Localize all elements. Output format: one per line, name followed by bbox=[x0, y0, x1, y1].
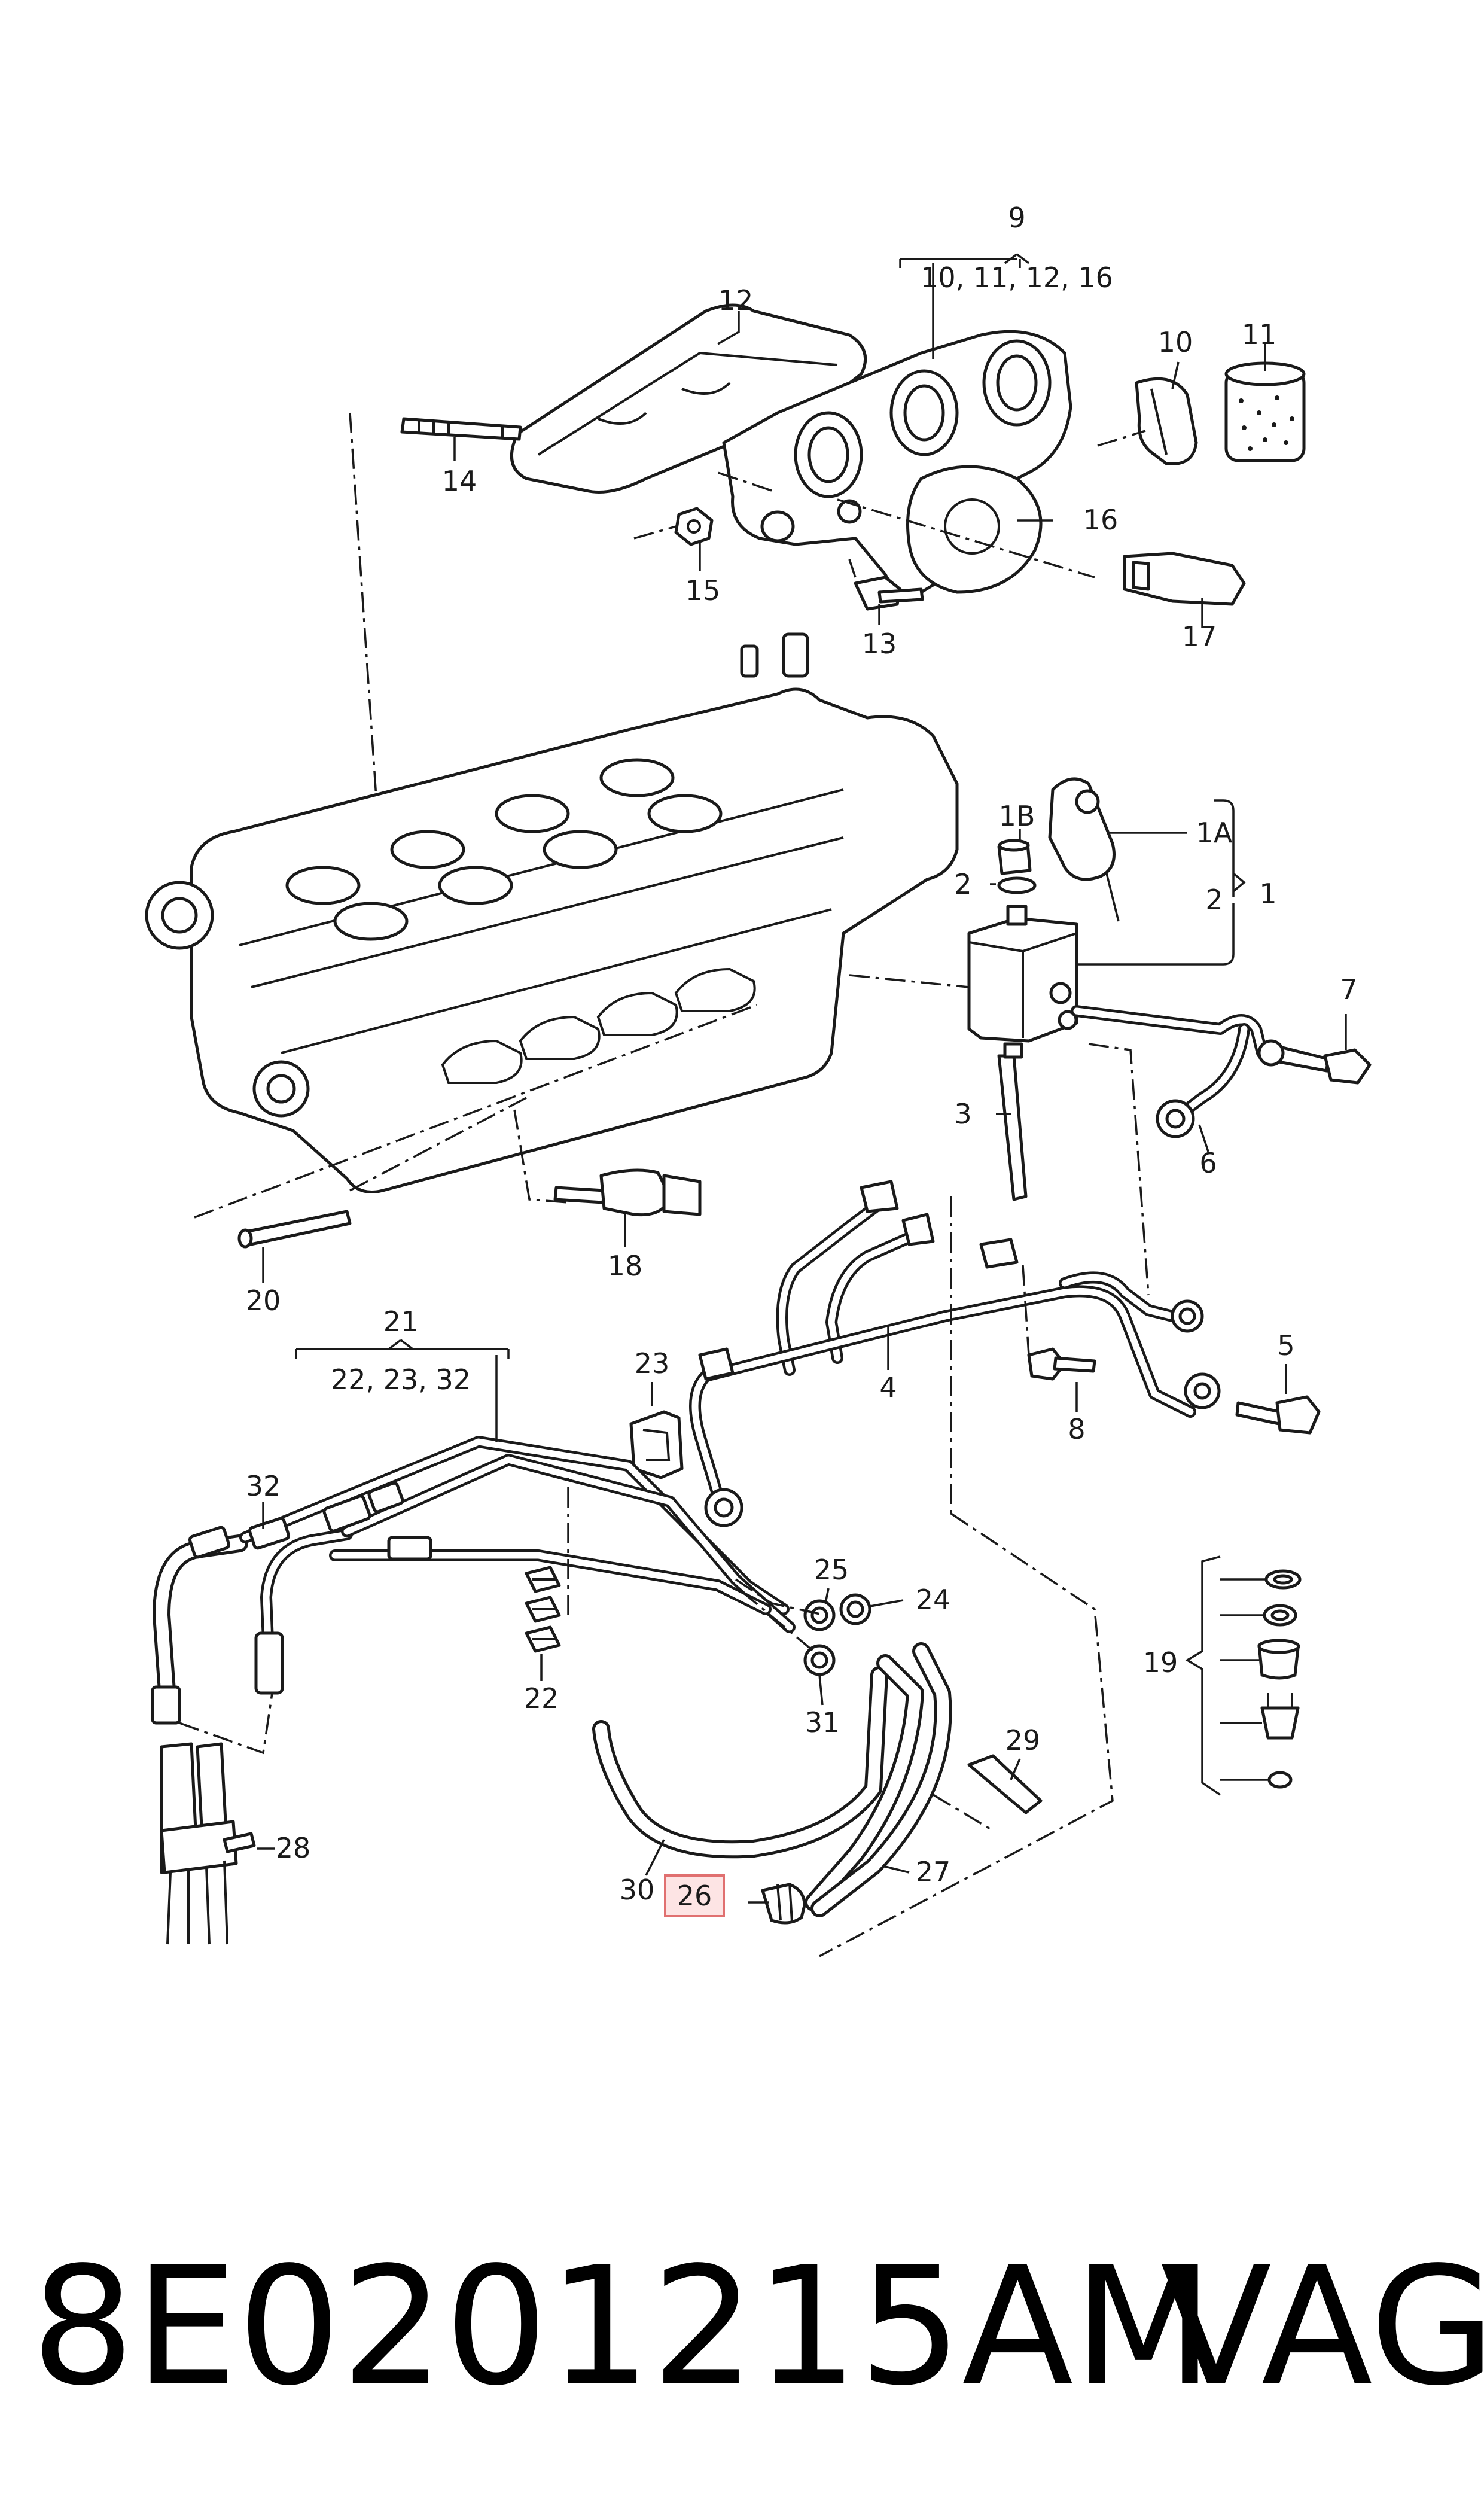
cylinder-head bbox=[145, 632, 970, 1219]
callout-16: 16 bbox=[1083, 504, 1119, 536]
callout-1A: 1A bbox=[1196, 817, 1233, 849]
hose-end-26 bbox=[761, 1883, 806, 1925]
callout-6: 6 bbox=[1199, 1147, 1217, 1179]
solenoid-1A bbox=[1048, 777, 1116, 881]
callout-21: 21 bbox=[383, 1305, 419, 1338]
callout-31: 31 bbox=[805, 1706, 840, 1738]
callout-labels: 9 10, 11, 12, 16 12 10 11 14 16 15 13 17… bbox=[246, 202, 1358, 1917]
seal-10 bbox=[1135, 377, 1198, 466]
callout-5: 5 bbox=[1277, 1329, 1294, 1362]
callout-12: 12 bbox=[718, 284, 754, 316]
sensor-18 bbox=[553, 1168, 702, 1247]
callout-17: 17 bbox=[1182, 620, 1217, 653]
callout-14: 14 bbox=[442, 465, 477, 497]
callout-26-highlight bbox=[664, 1874, 725, 1917]
pipe-4 bbox=[689, 1043, 1321, 1527]
callout-27: 27 bbox=[916, 1856, 951, 1888]
part-number: 8E0201215AM bbox=[31, 2233, 1214, 2422]
sensor-17 bbox=[1123, 552, 1246, 606]
callout-7: 7 bbox=[1340, 973, 1357, 1006]
bolt-7 bbox=[1277, 1045, 1330, 1073]
callout-15: 15 bbox=[685, 574, 721, 607]
callout-22: 22 bbox=[524, 1682, 559, 1715]
callout-9: 9 bbox=[1008, 202, 1025, 234]
bolt-3 bbox=[997, 1054, 1028, 1201]
clamp-23 bbox=[629, 1382, 684, 1479]
callout-25: 25 bbox=[814, 1554, 849, 1586]
callout-13: 13 bbox=[862, 628, 897, 660]
callout-9-group: 10, 11, 12, 16 bbox=[921, 261, 1113, 294]
callout-24: 24 bbox=[916, 1584, 951, 1616]
pin-20 bbox=[237, 1210, 352, 1283]
parts-19 bbox=[1185, 1555, 1302, 1796]
nut-15 bbox=[674, 507, 714, 546]
callout-10: 10 bbox=[1158, 326, 1193, 358]
callout-28: 28 bbox=[276, 1832, 311, 1864]
group-brackets bbox=[295, 253, 1030, 1442]
callout-4: 4 bbox=[879, 1371, 897, 1403]
flange-assembly bbox=[400, 303, 1306, 611]
callout-19: 19 bbox=[1143, 1646, 1178, 1679]
callout-3: 3 bbox=[954, 1098, 971, 1130]
callout-1: 1 bbox=[1259, 878, 1276, 910]
callout-29: 29 bbox=[1005, 1724, 1041, 1756]
callout-30: 30 bbox=[620, 1874, 655, 1906]
stud-14 bbox=[400, 417, 522, 441]
callout-23: 23 bbox=[635, 1347, 670, 1380]
cover-16 bbox=[906, 465, 1043, 594]
valve-group-1 bbox=[967, 777, 1372, 1201]
brand-name: VAG bbox=[1160, 2233, 1484, 2422]
callout-2b: 2 bbox=[1205, 884, 1223, 916]
callout-8: 8 bbox=[1068, 1413, 1085, 1445]
callout-32: 32 bbox=[246, 1470, 281, 1502]
callout-1B: 1B bbox=[999, 800, 1035, 832]
callout-21-group: 22, 23, 32 bbox=[331, 1363, 471, 1396]
harness-21 bbox=[151, 1436, 1114, 1957]
callout-26: 26 bbox=[677, 1880, 712, 1912]
callout-11: 11 bbox=[1242, 318, 1277, 351]
callout-20: 20 bbox=[246, 1284, 281, 1317]
callout-2a: 2 bbox=[954, 868, 971, 900]
callout-18: 18 bbox=[608, 1250, 643, 1282]
